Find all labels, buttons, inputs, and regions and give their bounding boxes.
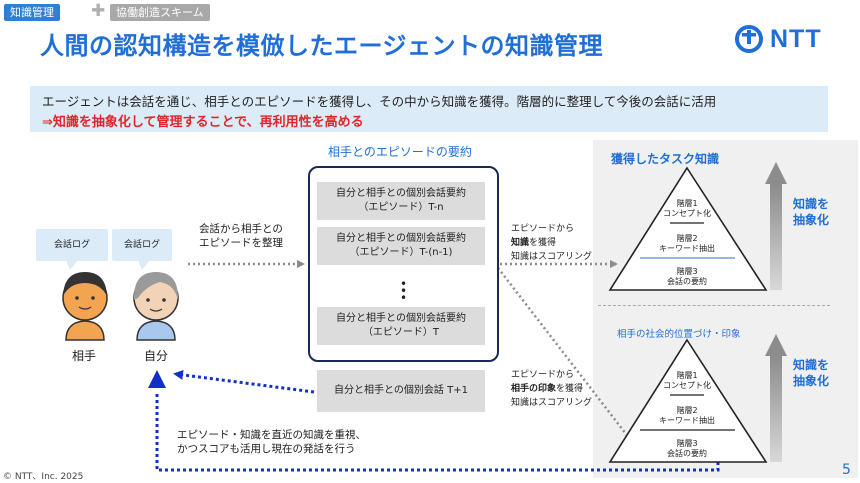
- ellipsis-dots: •••: [400, 277, 408, 305]
- self-label: 自分: [144, 349, 169, 363]
- tag-co-creation-scheme: 協働創造スキーム: [110, 4, 210, 21]
- banner-description: エージェントは会話を通じ、相手とのエピソードを獲得し、その中から知識を獲得。階層…: [42, 94, 717, 109]
- self-arrowhead: [148, 370, 166, 388]
- partner-person-icon: [62, 272, 108, 341]
- bubble-partner-tail: [66, 260, 78, 270]
- impression-pyramid: [608, 338, 768, 463]
- impression-arrow-label: エピソードから 相手の印象を獲得 知識はスコアリング: [511, 370, 593, 408]
- task-pyramid: [608, 166, 768, 291]
- plus-icon: ✚: [91, 1, 106, 21]
- task-knowledge-arrow-label: エピソードから 知識を獲得 知識はスコアリング: [511, 224, 593, 262]
- impression-abstraction-label: 知識を抽象化: [792, 358, 829, 388]
- organize-episode-label: 会話から相手との エピソードを整理: [199, 223, 283, 249]
- page-title: 人間の認知構造を模倣したエージェントの知識管理: [40, 32, 604, 60]
- self-person-icon: [133, 272, 179, 341]
- abstraction-up-arrow-top: [765, 162, 787, 290]
- abstraction-up-arrow-bottom: [765, 334, 787, 462]
- task-abstraction-label: 知識を抽象化: [792, 197, 829, 227]
- partner-label: 相手: [72, 349, 97, 363]
- episode-summary-box: 自分と相手との個別会話要約 （エピソード）T: [317, 307, 485, 345]
- arrow-to-impression-knowledge: [494, 263, 638, 449]
- impression-knowledge-title: 相手の社会的位置づけ・印象: [617, 329, 741, 340]
- page-number: 5: [842, 462, 851, 478]
- episode-summary-title: 相手とのエピソードの要約: [328, 145, 472, 159]
- banner-emphasis: ⇒知識を抽象化して管理することで、再利用性を高める: [42, 115, 364, 130]
- panel-divider: [598, 305, 830, 306]
- self-chat-log-bubble: 会話ログ: [112, 229, 172, 261]
- ntt-logo-text: NTT: [770, 24, 822, 53]
- current-conversation-box: 自分と相手との個別会話 T+1: [317, 370, 485, 412]
- bubble-self-tail: [138, 260, 150, 270]
- tag-knowledge-management: 知識管理: [4, 4, 60, 21]
- utterance-note: エピソード・知識を直近の知識を重視、 かつスコアも活用し現在の発話を行う: [177, 429, 366, 455]
- copyright-footer: © NTT、Inc. 2025: [3, 472, 84, 482]
- ntt-logo: NTT: [734, 24, 822, 54]
- task-knowledge-title: 獲得したタスク知識: [611, 152, 720, 166]
- episode-summary-box: 自分と相手との個別会話要約 （エピソード）T-n: [317, 182, 485, 220]
- feedback-loop-arrow: [155, 392, 720, 472]
- partner-chat-log-bubble: 会話ログ: [36, 229, 108, 261]
- summary-banner: エージェントは会話を通じ、相手とのエピソードを獲得し、その中から知識を獲得。階層…: [30, 86, 828, 132]
- ntt-logo-icon: [735, 25, 763, 53]
- arrow-to-self: [173, 369, 315, 394]
- episode-summary-box: 自分と相手との個別会話要約 （エピソード）T-(n-1): [317, 227, 485, 265]
